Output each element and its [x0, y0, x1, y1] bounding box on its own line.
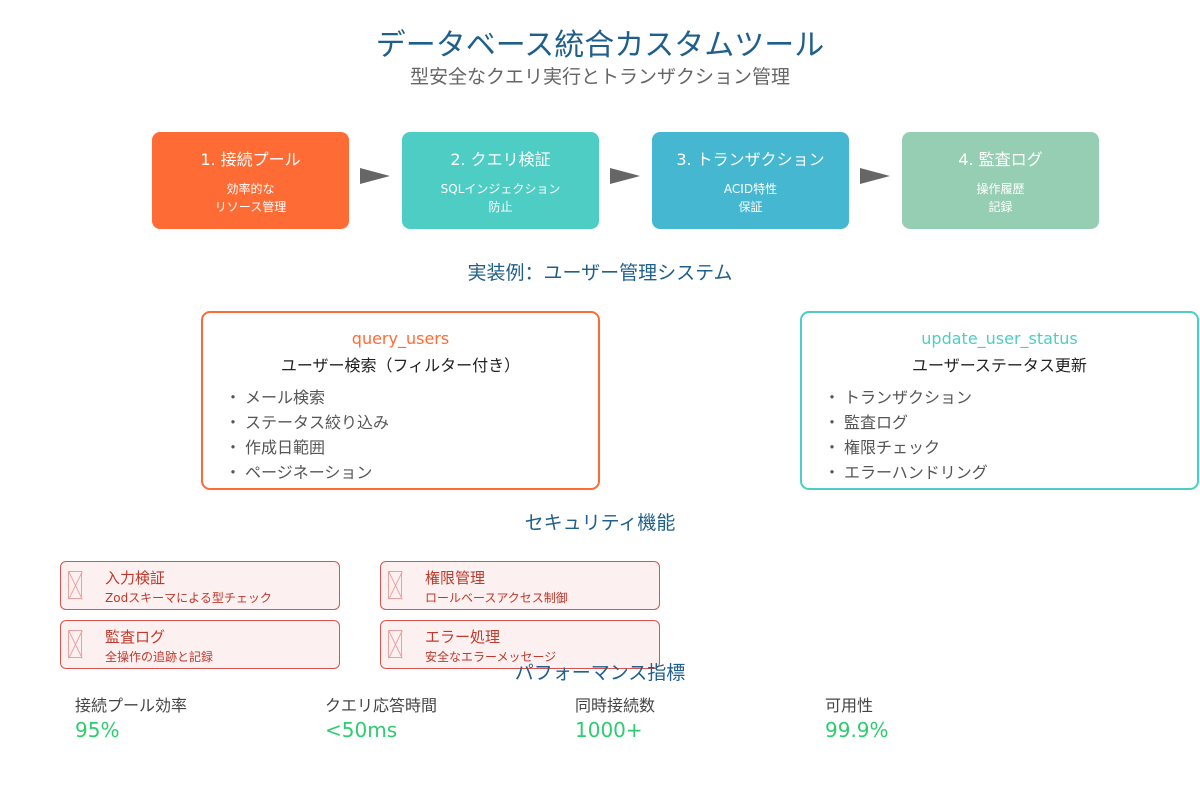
- card-query-users: query_users ユーザー検索（フィルター付き） メール検索 ステータス絞…: [201, 311, 600, 490]
- metric-query-response: クエリ応答時間 <50ms: [325, 692, 437, 742]
- card-function-name: query_users: [351, 329, 450, 348]
- step-query-validation: 2. クエリ検証 SQLインジェクション防止: [402, 132, 599, 229]
- security-item-permission: 権限管理 ロールベースアクセス制御: [380, 561, 660, 610]
- metric-pool-efficiency: 接続プール効率 95%: [75, 692, 187, 742]
- step-title: 2. クエリ検証: [450, 150, 551, 169]
- example-heading: 実装例：ユーザー管理システム: [467, 262, 733, 284]
- metric-value: 99.9%: [825, 718, 889, 742]
- card-update-user-status: update_user_status ユーザーステータス更新 トランザクション …: [800, 311, 1199, 490]
- security-item-title: エラー処理: [425, 628, 501, 646]
- card-subtitle: ユーザー検索（フィルター付き）: [280, 356, 521, 375]
- metric-concurrent-connections: 同時接続数 1000+: [575, 692, 655, 742]
- list-item: 監査ログ: [824, 410, 1197, 435]
- broken-image-icon: [388, 630, 402, 658]
- security-heading: セキュリティ機能: [524, 512, 676, 534]
- card-feature-list: トランザクション 監査ログ 権限チェック エラーハンドリング: [802, 385, 1197, 485]
- step-title: 4. 監査ログ: [958, 150, 1043, 169]
- list-item: メール検索: [225, 385, 598, 410]
- step-description: ACID特性保証: [723, 182, 778, 214]
- metric-value: 1000+: [575, 718, 643, 742]
- step-audit-log: 4. 監査ログ 操作履歴記録: [902, 132, 1099, 229]
- step-title: 3. トランザクション: [676, 150, 825, 169]
- card-feature-list: メール検索 ステータス絞り込み 作成日範囲 ページネーション: [203, 385, 598, 485]
- step-transaction: 3. トランザクション ACID特性保証: [652, 132, 849, 229]
- security-item-input-validation: 入力検証 Zodスキーマによる型チェック: [60, 561, 340, 610]
- performance-heading: パフォーマンス指標: [514, 662, 686, 684]
- card-function-name: update_user_status: [921, 329, 1078, 348]
- list-item: エラーハンドリング: [824, 460, 1197, 485]
- list-item: ページネーション: [225, 460, 598, 485]
- security-item-title: 入力検証: [105, 569, 166, 587]
- security-item-desc: Zodスキーマによる型チェック: [105, 591, 272, 605]
- step-description: 効率的なリソース管理: [214, 182, 287, 214]
- list-item: トランザクション: [824, 385, 1197, 410]
- flow-arrow-icon: [610, 168, 640, 184]
- list-item: ステータス絞り込み: [225, 410, 598, 435]
- step-description: 操作履歴記録: [976, 182, 1025, 214]
- security-item-title: 監査ログ: [105, 628, 166, 646]
- security-item-desc: 安全なエラーメッセージ: [425, 650, 557, 664]
- page-subtitle: 型安全なクエリ実行とトランザクション管理: [409, 66, 790, 88]
- step-title: 1. 接続プール: [200, 150, 301, 169]
- page-title: データベース統合カスタムツール: [375, 28, 825, 63]
- step-description: SQLインジェクション防止: [440, 182, 561, 214]
- broken-image-icon: [68, 571, 82, 599]
- metric-label: クエリ応答時間: [325, 696, 438, 715]
- card-subtitle: ユーザーステータス更新: [912, 356, 1087, 375]
- security-item-error-handling: エラー処理 安全なエラーメッセージ: [380, 620, 660, 669]
- broken-image-icon: [68, 630, 82, 658]
- broken-image-icon: [388, 571, 402, 599]
- security-item-audit-log: 監査ログ 全操作の追跡と記録: [60, 620, 340, 669]
- security-item-desc: ロールベースアクセス制御: [425, 591, 568, 605]
- flow-arrow-icon: [360, 168, 390, 184]
- flow-arrow-icon: [860, 168, 890, 184]
- security-item-desc: 全操作の追跡と記録: [105, 650, 214, 664]
- metric-value: <50ms: [325, 718, 398, 742]
- list-item: 作成日範囲: [225, 435, 598, 460]
- metric-value: 95%: [75, 718, 120, 742]
- list-item: 権限チェック: [824, 435, 1197, 460]
- metric-label: 接続プール効率: [75, 696, 188, 715]
- security-item-title: 権限管理: [425, 569, 486, 587]
- metric-label: 可用性: [825, 696, 874, 715]
- metric-availability: 可用性 99.9%: [825, 692, 889, 742]
- metric-label: 同時接続数: [575, 696, 656, 715]
- step-connection-pool: 1. 接続プール 効率的なリソース管理: [152, 132, 349, 229]
